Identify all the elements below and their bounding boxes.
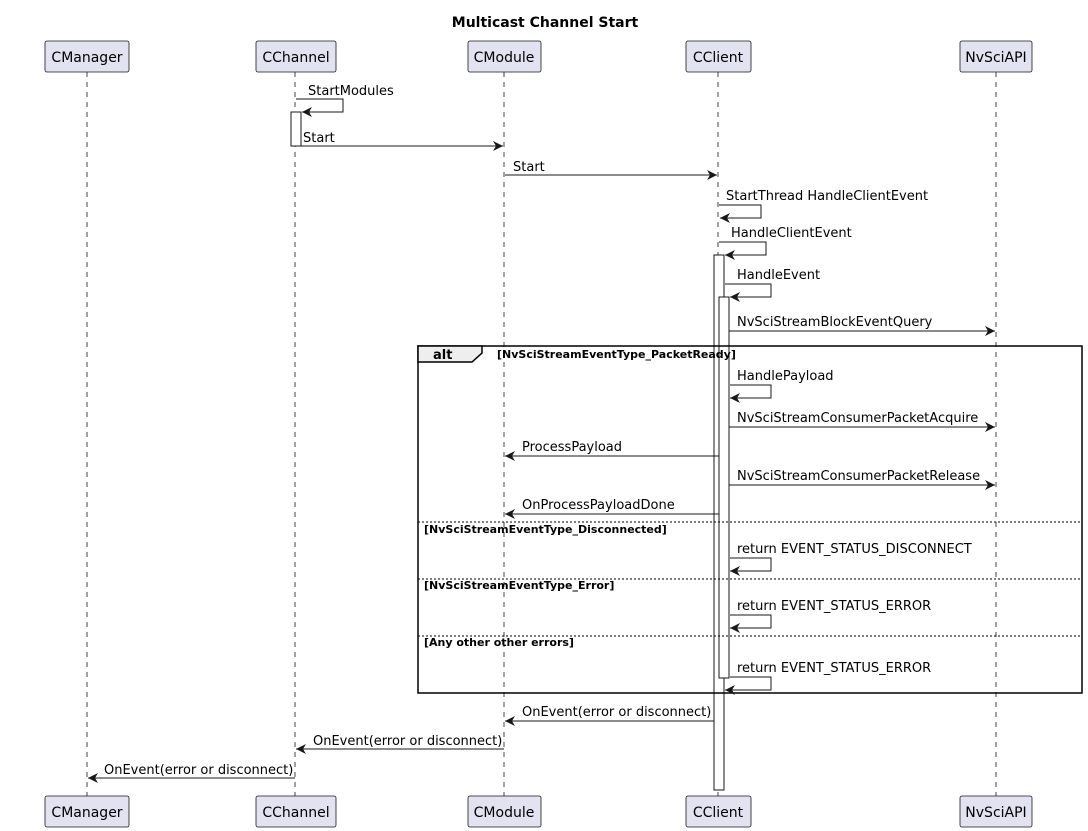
message-return-error-1 bbox=[730, 614, 772, 633]
participant-cmanager-bottom: CManager bbox=[44, 795, 130, 828]
activation-cclient-inner bbox=[718, 296, 730, 679]
message-label-packet-release: NvSciStreamConsumerPacketRelease bbox=[737, 469, 980, 484]
participant-label: CModule bbox=[474, 50, 535, 66]
message-label-start-thread: StartThread HandleClientEvent bbox=[726, 189, 928, 204]
activation-cchannel bbox=[290, 111, 302, 147]
message-label-handle-client-event: HandleClientEvent bbox=[731, 226, 852, 241]
participant-nvsciapi-bottom: NvSciAPI bbox=[959, 795, 1033, 828]
participant-label: NvSciAPI bbox=[965, 805, 1026, 821]
message-label-on-event-3: OnEvent(error or disconnect) bbox=[104, 763, 293, 778]
alt-guard-disconnected: [NvSciStreamEventType_Disconnected] bbox=[424, 523, 667, 536]
alt-frame bbox=[417, 345, 1083, 694]
lifelines bbox=[86, 72, 997, 797]
message-label-start-1: Start bbox=[303, 131, 335, 146]
participant-label: CManager bbox=[51, 50, 122, 66]
alt-guard-other-errors: [Any other other errors] bbox=[424, 636, 574, 649]
message-label-on-event-2: OnEvent(error or disconnect) bbox=[313, 734, 502, 749]
participants-bottom: CManager CChannel CModule CClient NvSciA… bbox=[44, 795, 1033, 828]
participant-cchannel-top: CChannel bbox=[255, 40, 337, 73]
participant-label: CManager bbox=[51, 805, 122, 821]
participant-nvsciapi-top: NvSciAPI bbox=[959, 40, 1033, 73]
message-label-on-event-1: OnEvent(error or disconnect) bbox=[522, 705, 711, 720]
message-label-process-payload: ProcessPayload bbox=[522, 440, 622, 455]
alt-guard-packet-ready: [NvSciStreamEventType_PacketReady] bbox=[497, 348, 736, 361]
participant-label: CClient bbox=[693, 805, 744, 821]
alt-keyword: alt bbox=[433, 348, 452, 363]
message-label-return-error-1: return EVENT_STATUS_ERROR bbox=[737, 599, 931, 614]
participant-label: NvSciAPI bbox=[965, 50, 1026, 66]
participant-label: CModule bbox=[474, 805, 535, 821]
participant-cchannel-bottom: CChannel bbox=[255, 795, 337, 828]
alt-guard-error: [NvSciStreamEventType_Error] bbox=[424, 579, 614, 592]
activation-bars bbox=[290, 111, 730, 791]
alt-tab bbox=[417, 345, 483, 363]
message-handle-client-event bbox=[719, 241, 767, 260]
message-label-return-error-2: return EVENT_STATUS_ERROR bbox=[737, 661, 931, 676]
message-label-return-disconnect: return EVENT_STATUS_DISCONNECT bbox=[737, 542, 972, 557]
message-return-disconnect bbox=[730, 557, 772, 576]
message-label-handle-event: HandleEvent bbox=[737, 268, 820, 283]
participant-cclient-top: CClient bbox=[685, 40, 752, 73]
alt-fragment: alt [NvSciStreamEventType_PacketReady] [… bbox=[417, 345, 1083, 694]
participant-cmodule-top: CModule bbox=[467, 40, 542, 73]
message-handle-payload bbox=[730, 384, 772, 403]
participant-label: CChannel bbox=[262, 805, 329, 821]
message-handle-event bbox=[725, 283, 772, 302]
message-return-error-2 bbox=[725, 676, 772, 695]
participant-label: CChannel bbox=[262, 50, 329, 66]
participants-top: CManager CChannel CModule CClient NvSciA… bbox=[44, 40, 1033, 73]
message-label-start-2: Start bbox=[513, 160, 545, 175]
message-start-modules bbox=[296, 98, 344, 117]
message-label-packet-acquire: NvSciStreamConsumerPacketAcquire bbox=[737, 411, 978, 426]
participant-cclient-bottom: CClient bbox=[685, 795, 752, 828]
message-label-start-modules: StartModules bbox=[308, 84, 394, 99]
message-label-block-event-query: NvSciStreamBlockEventQuery bbox=[737, 315, 933, 330]
participant-cmodule-bottom: CModule bbox=[467, 795, 542, 828]
message-start-thread bbox=[719, 204, 762, 223]
message-label-handle-payload: HandlePayload bbox=[737, 369, 834, 384]
participant-cmanager-top: CManager bbox=[44, 40, 130, 73]
diagram-title: Multicast Channel Start bbox=[452, 15, 639, 31]
participant-label: CClient bbox=[693, 50, 744, 66]
messages: StartModules Start Start StartThread Han… bbox=[88, 84, 995, 783]
message-label-on-process-payload-done: OnProcessPayloadDone bbox=[522, 498, 675, 513]
